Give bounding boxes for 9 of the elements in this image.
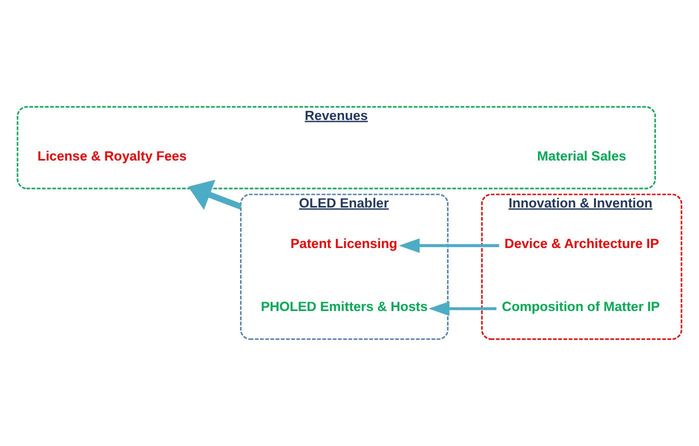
- node-text: PHOLED Emitters & Hosts: [260, 299, 428, 314]
- arrow: [428, 301, 496, 316]
- arrow: [188, 180, 242, 210]
- node-text: License & Royalty Fees: [38, 148, 187, 164]
- arrow: [398, 238, 500, 253]
- node-text: Material Sales: [537, 148, 626, 164]
- node-text: Device & Architecture IP: [504, 236, 660, 252]
- node-text: Composition of Matter IP: [502, 299, 660, 314]
- node-text: Patent Licensing: [290, 236, 398, 252]
